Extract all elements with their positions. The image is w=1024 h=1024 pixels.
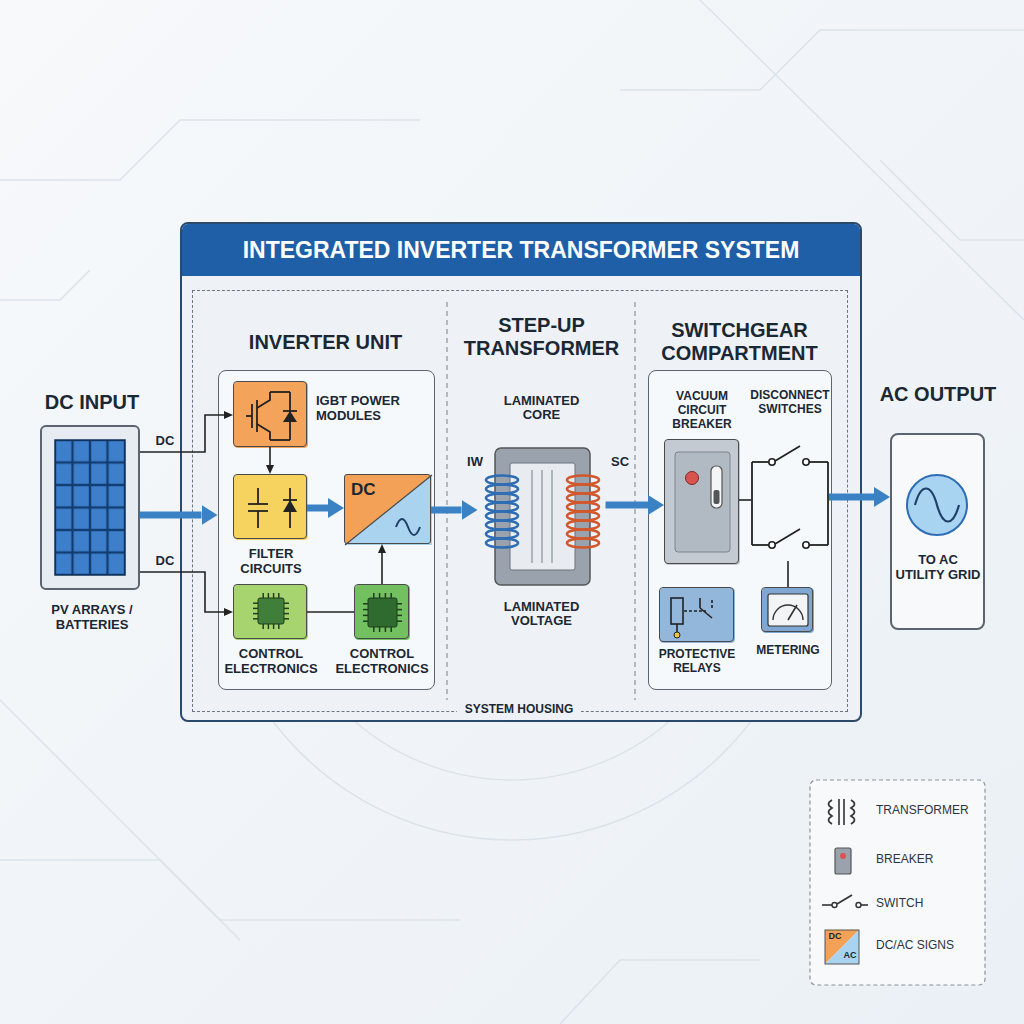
node-label: DC INPUT: [17, 391, 167, 414]
node-label: VACUUM CIRCUIT BREAKER: [660, 390, 744, 431]
signal-label: DC: [152, 554, 178, 569]
circuit-breaker: VACUUM CIRCUIT BREAKER: [664, 439, 739, 564]
part-label: SC: [608, 455, 632, 470]
legend-text: TRANSFORMER: [876, 804, 980, 818]
system-housing: SYSTEM HOUSINGINVERTER UNITIGBT POWER MO…: [192, 290, 848, 712]
converter-box: DC: [344, 474, 431, 544]
transformer: STEP-UP TRANSFORMERLAMINATED CORELAMINAT…: [478, 440, 606, 590]
node-label: CONTROL ELECTRONICS: [218, 647, 324, 677]
part-label: DC: [826, 931, 844, 941]
wire-connector: [787, 561, 789, 587]
title-band: INTEGRATED INVERTER TRANSFORMER SYSTEM: [182, 224, 860, 276]
part-label: AC: [841, 950, 859, 960]
node-label: PROTECTIVE RELAYS: [651, 648, 743, 676]
node-label: FILTER CIRCUITS: [218, 547, 324, 577]
flow-arrow: [307, 505, 328, 512]
flow-arrow: [140, 512, 202, 519]
node-label: IGBT POWER MODULES: [316, 394, 418, 424]
node-label: METERING: [748, 644, 828, 658]
node-label: LAMINATED CORE: [492, 394, 592, 424]
wire-connector: [269, 447, 271, 465]
relay-box: PROTECTIVE RELAYS: [659, 587, 734, 642]
legend-text: SWITCH: [876, 897, 980, 911]
flow-arrow: [606, 502, 649, 509]
node-label: AC OUTPUT: [878, 383, 998, 406]
input-panel: DC INPUTPV ARRAYS / BATTERIES: [40, 425, 140, 590]
control-box: CONTROL ELECTRONICS: [233, 584, 307, 639]
wire-connector: [140, 572, 224, 612]
node-label: SYSTEM HOUSING: [457, 703, 581, 717]
filter-box: FILTER CIRCUITS: [233, 474, 307, 539]
node-label: STEP-UP TRANSFORMER: [452, 314, 632, 360]
signal-label: DC: [152, 434, 178, 449]
wire-connector: [140, 415, 224, 452]
node-label: TO AC UTILITY GRID: [895, 553, 981, 583]
flow-arrow: [431, 507, 462, 514]
ac-output: AC OUTPUTTO AC UTILITY GRID: [890, 433, 985, 630]
node-label: PV ARRAYS / BATTERIES: [32, 603, 152, 633]
system-enclosure: INTEGRATED INVERTER TRANSFORMER SYSTEM SY…: [180, 222, 862, 722]
node-label: SWITCHGEAR COMPARTMENT: [648, 319, 832, 365]
igbt-module: IGBT POWER MODULES: [233, 381, 307, 447]
legend-text: BREAKER: [876, 853, 980, 867]
node-label: LAMINATED VOLTAGE: [482, 600, 602, 630]
meter-box: METERING: [761, 587, 813, 632]
legend-text: DC/AC SIGNS: [876, 939, 980, 953]
control-box: CONTROL ELECTRONICS: [354, 584, 409, 639]
wire-connector: [307, 611, 354, 613]
node-label: CONTROL ELECTRONICS: [329, 647, 435, 677]
disconnect-switches: DISCONNECT SWITCHES: [751, 429, 829, 561]
part-label: IW: [463, 455, 487, 470]
flow-arrow: [829, 494, 874, 501]
wire-connector: [739, 499, 751, 501]
wire-connector: [381, 553, 383, 584]
node-label: DC: [351, 480, 391, 500]
node-label: DISCONNECT SWITCHES: [748, 389, 832, 417]
inverter-unit: INVERTER UNITIGBT POWER MODULESFILTER CI…: [218, 370, 435, 690]
node-label: INVERTER UNIT: [221, 331, 431, 354]
